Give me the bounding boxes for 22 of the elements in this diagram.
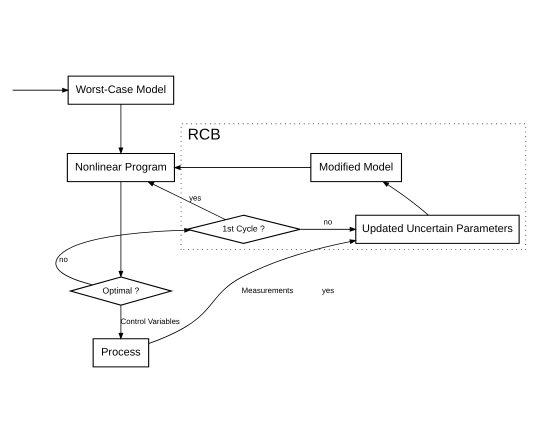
edge-label: Measurements xyxy=(242,286,294,295)
arrow xyxy=(148,238,357,344)
node-box: Process xyxy=(92,338,150,367)
arrow xyxy=(12,87,70,92)
node-box: Modified Model xyxy=(310,152,402,182)
arrow xyxy=(118,180,124,278)
node-box: Worst-Case Model xyxy=(68,75,174,104)
arrow xyxy=(173,164,312,170)
label: yes xyxy=(322,286,334,295)
node-box: Nonlinear Program xyxy=(66,152,175,182)
arrow xyxy=(300,226,357,232)
arrow xyxy=(382,180,429,216)
arrow xyxy=(118,304,124,340)
arrow xyxy=(147,180,226,220)
edge-label: no xyxy=(324,217,332,226)
node-diamond: 1st Cycle ? xyxy=(186,214,301,244)
node-diamond: Optimal ? xyxy=(68,276,174,306)
edge-label: yes xyxy=(189,192,202,202)
node-box: Updated Uncertain Parameters xyxy=(355,214,520,244)
arrow xyxy=(56,227,192,285)
edge-label: no xyxy=(59,254,68,264)
arrow xyxy=(118,104,124,154)
